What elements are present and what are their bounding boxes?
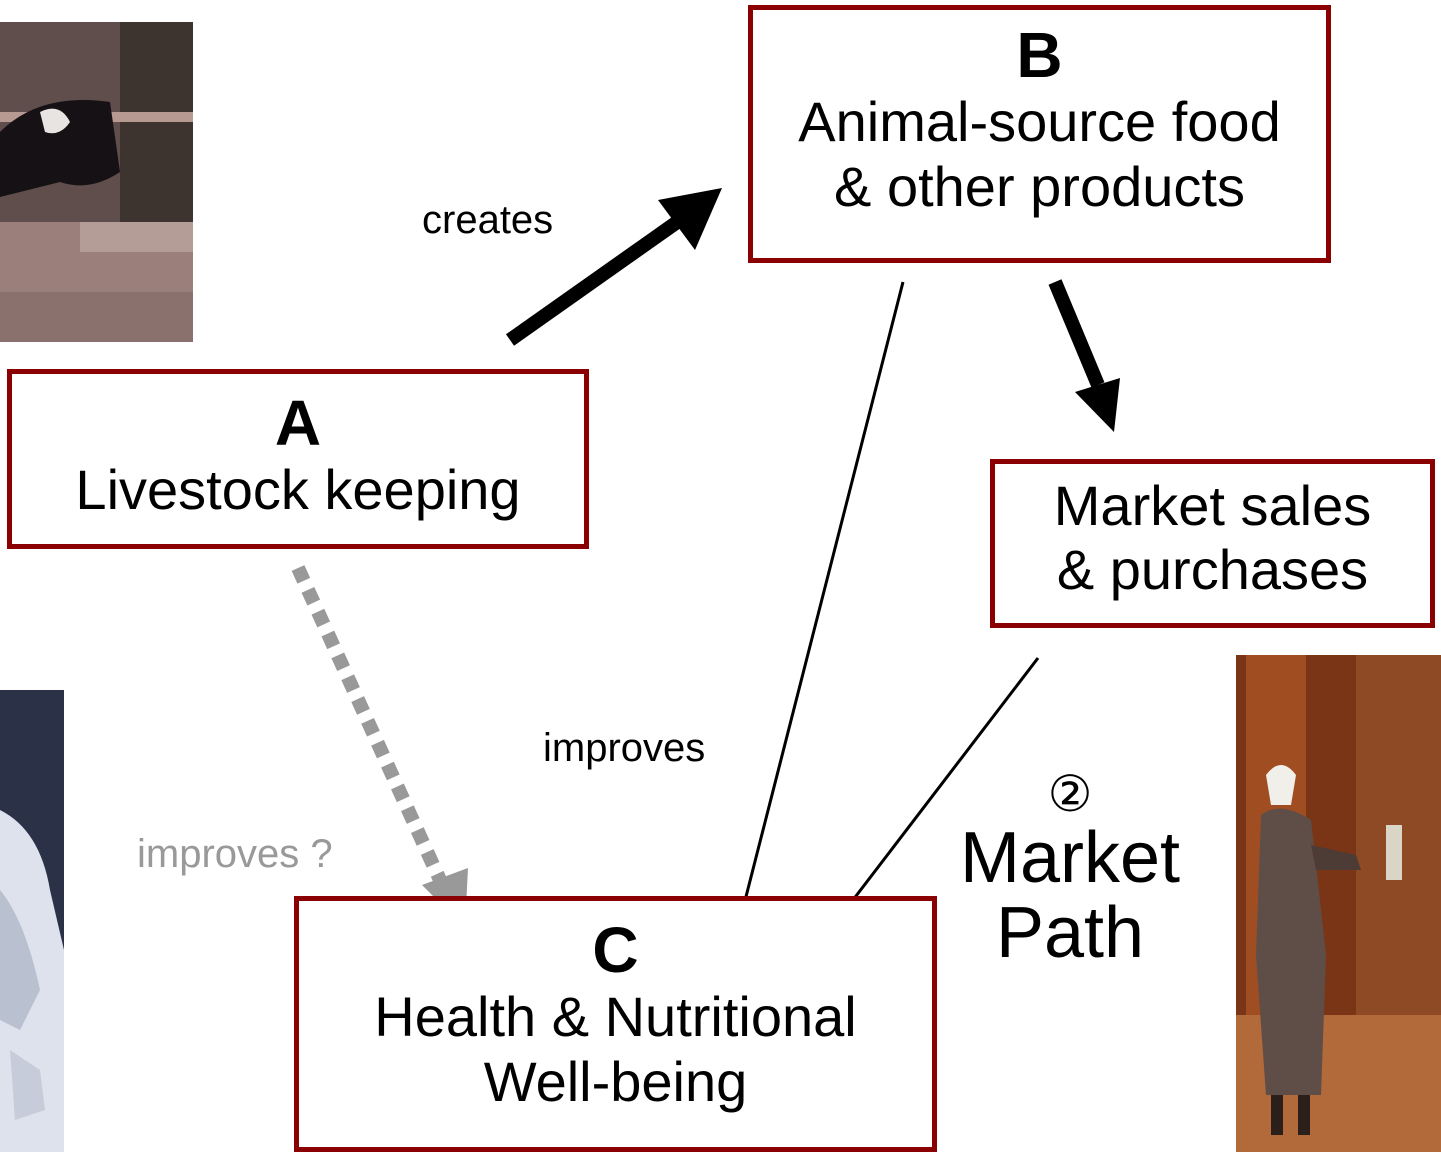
person-in-white-photo xyxy=(0,690,64,1152)
arrow-a-to-b xyxy=(505,188,722,346)
box-c-line-1: Health & Nutritional xyxy=(374,985,857,1049)
label-improves-question: improves ? xyxy=(137,832,333,876)
box-livestock-keeping: A Livestock keeping xyxy=(7,369,589,549)
market-line-1: Market sales xyxy=(1053,474,1372,537)
box-c-line-2: Well-being xyxy=(483,1049,748,1113)
label-creates: creates xyxy=(422,198,554,242)
market-path-number: ② xyxy=(1047,766,1093,822)
box-c-letter: C xyxy=(592,914,639,986)
cow-in-stall-photo xyxy=(0,22,193,342)
arrow-b-to-c xyxy=(734,281,905,930)
market-line-2: & purchases xyxy=(1056,538,1369,602)
market-path-line-1: Market xyxy=(959,817,1181,898)
box-a-line-1: Livestock keeping xyxy=(75,458,521,522)
label-improves: improves xyxy=(543,726,706,770)
box-b-line-1: Animal-source food xyxy=(798,90,1281,154)
market-path-line-2: Path xyxy=(995,893,1145,974)
box-market-sales: Market sales & purchases xyxy=(990,459,1435,628)
box-health-nutritional: C Health & Nutritional Well-being xyxy=(294,896,937,1152)
arrow-market-to-c xyxy=(828,657,1040,932)
box-b-letter: B xyxy=(1016,19,1063,91)
woman-at-market-photo xyxy=(1236,655,1441,1152)
box-b-line-2: & other products xyxy=(834,154,1245,218)
arrow-b-to-market xyxy=(1048,279,1120,432)
box-a-letter: A xyxy=(274,387,322,459)
box-animal-source-food: B Animal-source food & other products xyxy=(748,5,1331,263)
market-path-label: ② Market Path xyxy=(945,768,1195,972)
